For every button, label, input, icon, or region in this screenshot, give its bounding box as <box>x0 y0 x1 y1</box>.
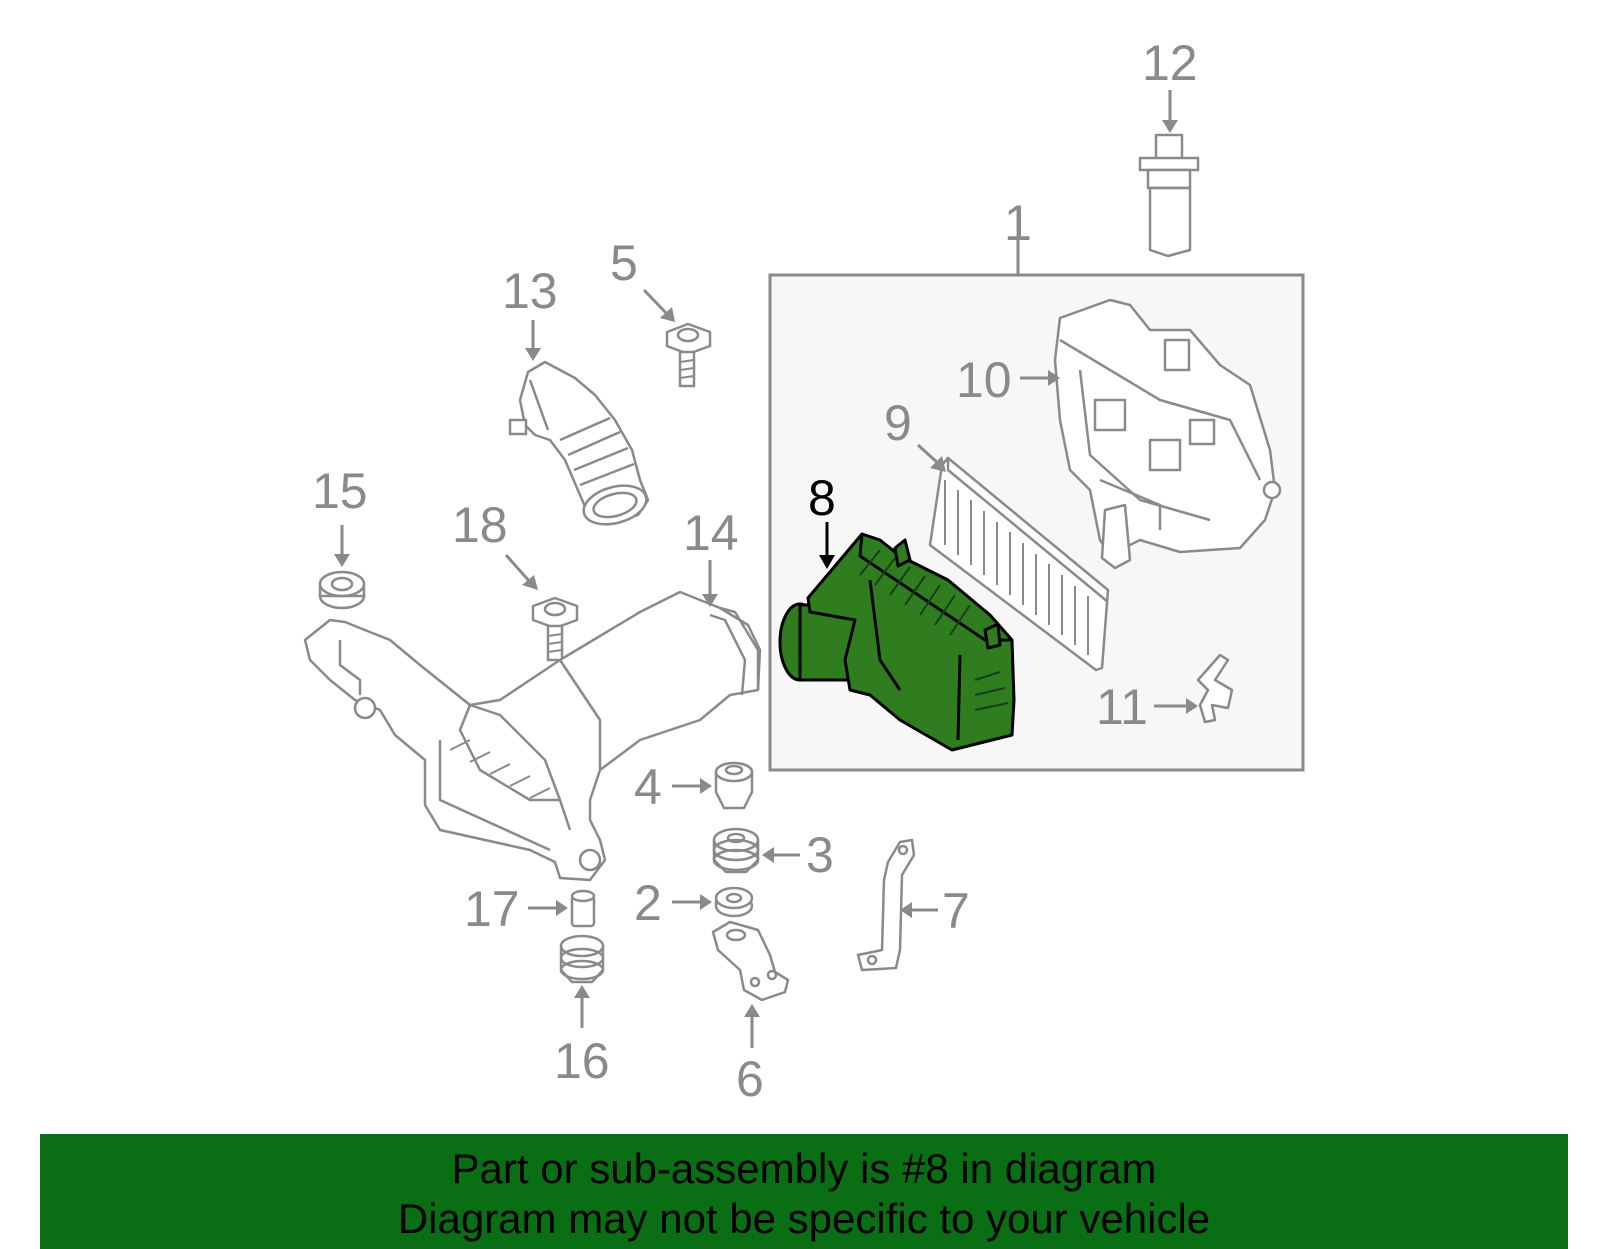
callout-3: 3 <box>806 827 834 883</box>
part-5-bolt[interactable] <box>665 322 712 388</box>
part-6-bracket[interactable] <box>711 920 790 1002</box>
banner-line-1: Part or sub-assembly is #8 in diagram <box>451 1145 1157 1192</box>
part-10-air-cleaner-upper[interactable] <box>1053 298 1282 570</box>
part-3-insulator[interactable] <box>712 827 760 874</box>
callout-4: 4 <box>634 759 662 815</box>
info-banner: Part or sub-assembly is #8 in diagram Di… <box>40 1134 1568 1249</box>
callout-18: 18 <box>452 497 508 553</box>
callout-13: 13 <box>502 263 558 319</box>
banner-line-2: Diagram may not be specific to your vehi… <box>397 1195 1211 1242</box>
callout-15: 15 <box>312 463 368 519</box>
callout-17: 17 <box>464 881 520 937</box>
callout-10: 10 <box>956 352 1012 408</box>
callout-7: 7 <box>942 883 970 939</box>
part-18-bolt[interactable] <box>531 596 579 662</box>
callout-1: 1 <box>1004 195 1032 251</box>
part-4-bushing[interactable] <box>714 761 754 810</box>
callout-8: 8 <box>808 470 836 526</box>
part-15-grommet[interactable] <box>318 570 366 610</box>
part-11-clip[interactable] <box>1196 653 1234 724</box>
callout-16: 16 <box>554 1033 610 1089</box>
callout-2: 2 <box>634 875 662 931</box>
part-17-collar[interactable] <box>570 889 596 928</box>
part-8-air-cleaner-lower[interactable] <box>778 532 1016 752</box>
part-7-bracket[interactable] <box>856 838 916 972</box>
callout-12: 12 <box>1142 35 1198 91</box>
callout-5: 5 <box>610 235 638 291</box>
part-14-air-duct[interactable] <box>303 590 762 882</box>
part-12-airflow-sensor[interactable] <box>1138 133 1200 258</box>
part-9-filter-element[interactable] <box>928 456 1110 672</box>
part-13-intake-hose[interactable] <box>508 360 651 531</box>
callout-6: 6 <box>736 1051 764 1107</box>
callout-14: 14 <box>683 505 739 561</box>
parts-diagram: 1 2 3 4 5 6 7 8 9 10 11 12 13 14 15 16 1… <box>303 35 1305 1107</box>
callout-9: 9 <box>884 395 912 451</box>
part-2-washer[interactable] <box>714 886 754 918</box>
part-16-insulator[interactable] <box>559 934 605 984</box>
callout-11: 11 <box>1096 679 1148 735</box>
